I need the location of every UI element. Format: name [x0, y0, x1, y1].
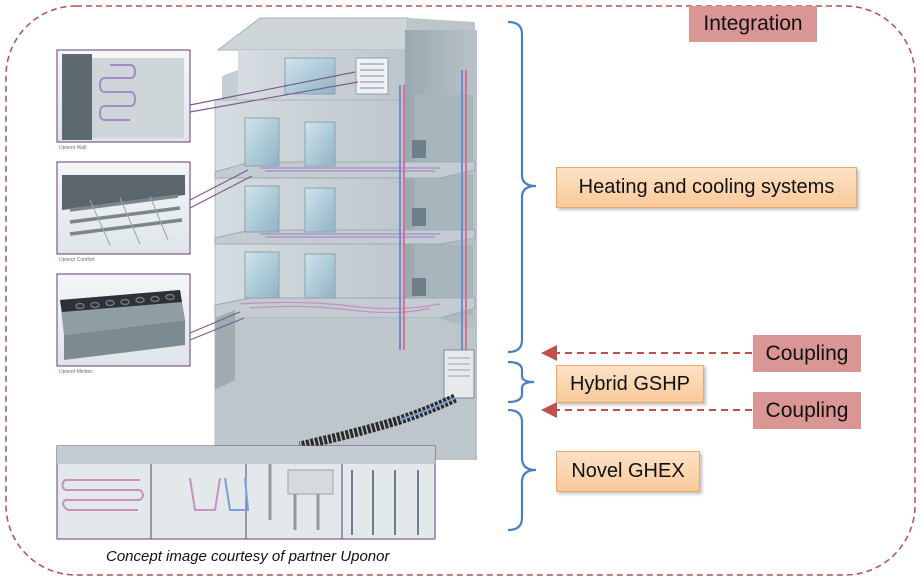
ghex-strip — [56, 445, 436, 540]
thumbnail-comfort: Uponor Comfort — [56, 161, 191, 263]
integration-frame — [5, 5, 916, 576]
thumbnail-minitec-caption: Uponor Minitec — [59, 369, 93, 375]
hybrid-gshp-label: Hybrid GSHP — [556, 365, 704, 403]
building-illustration — [214, 17, 477, 461]
image-caption: Concept image courtesy of partner Uponor — [106, 548, 390, 565]
bracket-heating-cooling — [507, 20, 537, 354]
integration-label: Integration — [689, 6, 817, 42]
bracket-novel-ghex — [507, 408, 537, 532]
novel-ghex-label: Novel GHEX — [556, 451, 700, 492]
brackets — [507, 20, 537, 532]
thumbnail-comfort-caption: Uponor Comfort — [59, 257, 95, 263]
thumbnail-connectors — [189, 71, 359, 341]
thumbnail-minitec: Uponor Minitec — [56, 273, 191, 375]
coupling-label-bottom: Coupling — [753, 392, 861, 429]
coupling-label-top: Coupling — [753, 335, 861, 372]
thumbnail-wall: Uponor Wall — [56, 49, 191, 151]
bracket-hybrid-gshp — [507, 360, 535, 404]
thumbnail-wall-caption: Uponor Wall — [59, 145, 86, 151]
heating-cooling-label: Heating and cooling systems — [556, 167, 857, 208]
